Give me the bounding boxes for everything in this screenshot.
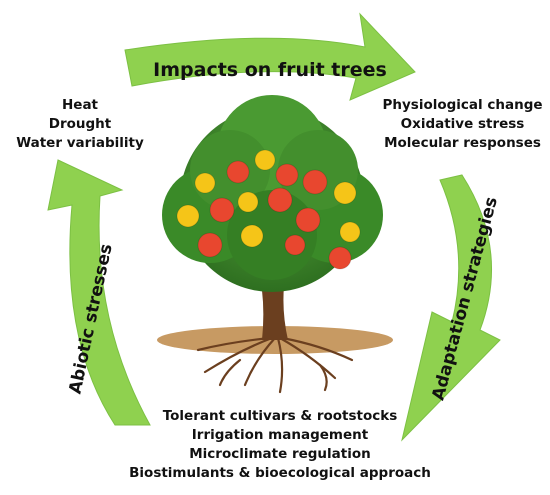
top-arrow: Impacts on fruit trees: [124, 12, 416, 101]
apple: [339, 221, 361, 243]
strategy-item: Biostimulants & bioecological approach: [129, 465, 431, 481]
apple: [302, 169, 328, 195]
abiotic-stress-list: Heat Drought Water variability: [10, 96, 150, 153]
apple: [275, 163, 299, 187]
adaptation-strategy-list: Tolerant cultivars & rootstocks Irrigati…: [110, 407, 450, 483]
apples: [176, 149, 361, 270]
right-arrow: Adaptation strategies: [401, 174, 502, 442]
left-arrow: Abiotic stresses: [47, 159, 151, 426]
apple: [194, 172, 216, 194]
apple: [226, 160, 250, 184]
top-arrow-body: [124, 12, 416, 101]
strategy-item: Irrigation management: [191, 427, 369, 443]
impact-item: Oxidative stress: [400, 116, 525, 132]
apple: [237, 191, 259, 213]
apple: [333, 181, 357, 205]
impact-item: Physiological change: [382, 97, 543, 113]
stress-item: Heat: [61, 97, 99, 113]
apple: [267, 187, 293, 213]
impact-list: Physiological change Oxidative stress Mo…: [375, 96, 550, 153]
top-arrow-label: Impacts on fruit trees: [153, 59, 387, 81]
roots: [196, 336, 354, 394]
apple: [328, 246, 352, 270]
apple: [176, 204, 200, 228]
apple: [254, 149, 276, 171]
stress-item: Water variability: [16, 135, 144, 151]
apple: [197, 232, 223, 258]
stress-item: Drought: [48, 116, 112, 132]
strategy-item: Tolerant cultivars & rootstocks: [162, 408, 398, 424]
left-arrow-body: [47, 159, 151, 426]
impact-item: Molecular responses: [384, 135, 541, 151]
apple: [295, 207, 321, 233]
apple: [240, 224, 264, 248]
apple: [209, 197, 235, 223]
apple: [284, 234, 306, 256]
right-arrow-body: [401, 174, 501, 442]
strategy-item: Microclimate regulation: [189, 446, 371, 462]
apple-tree-icon: [157, 95, 393, 394]
